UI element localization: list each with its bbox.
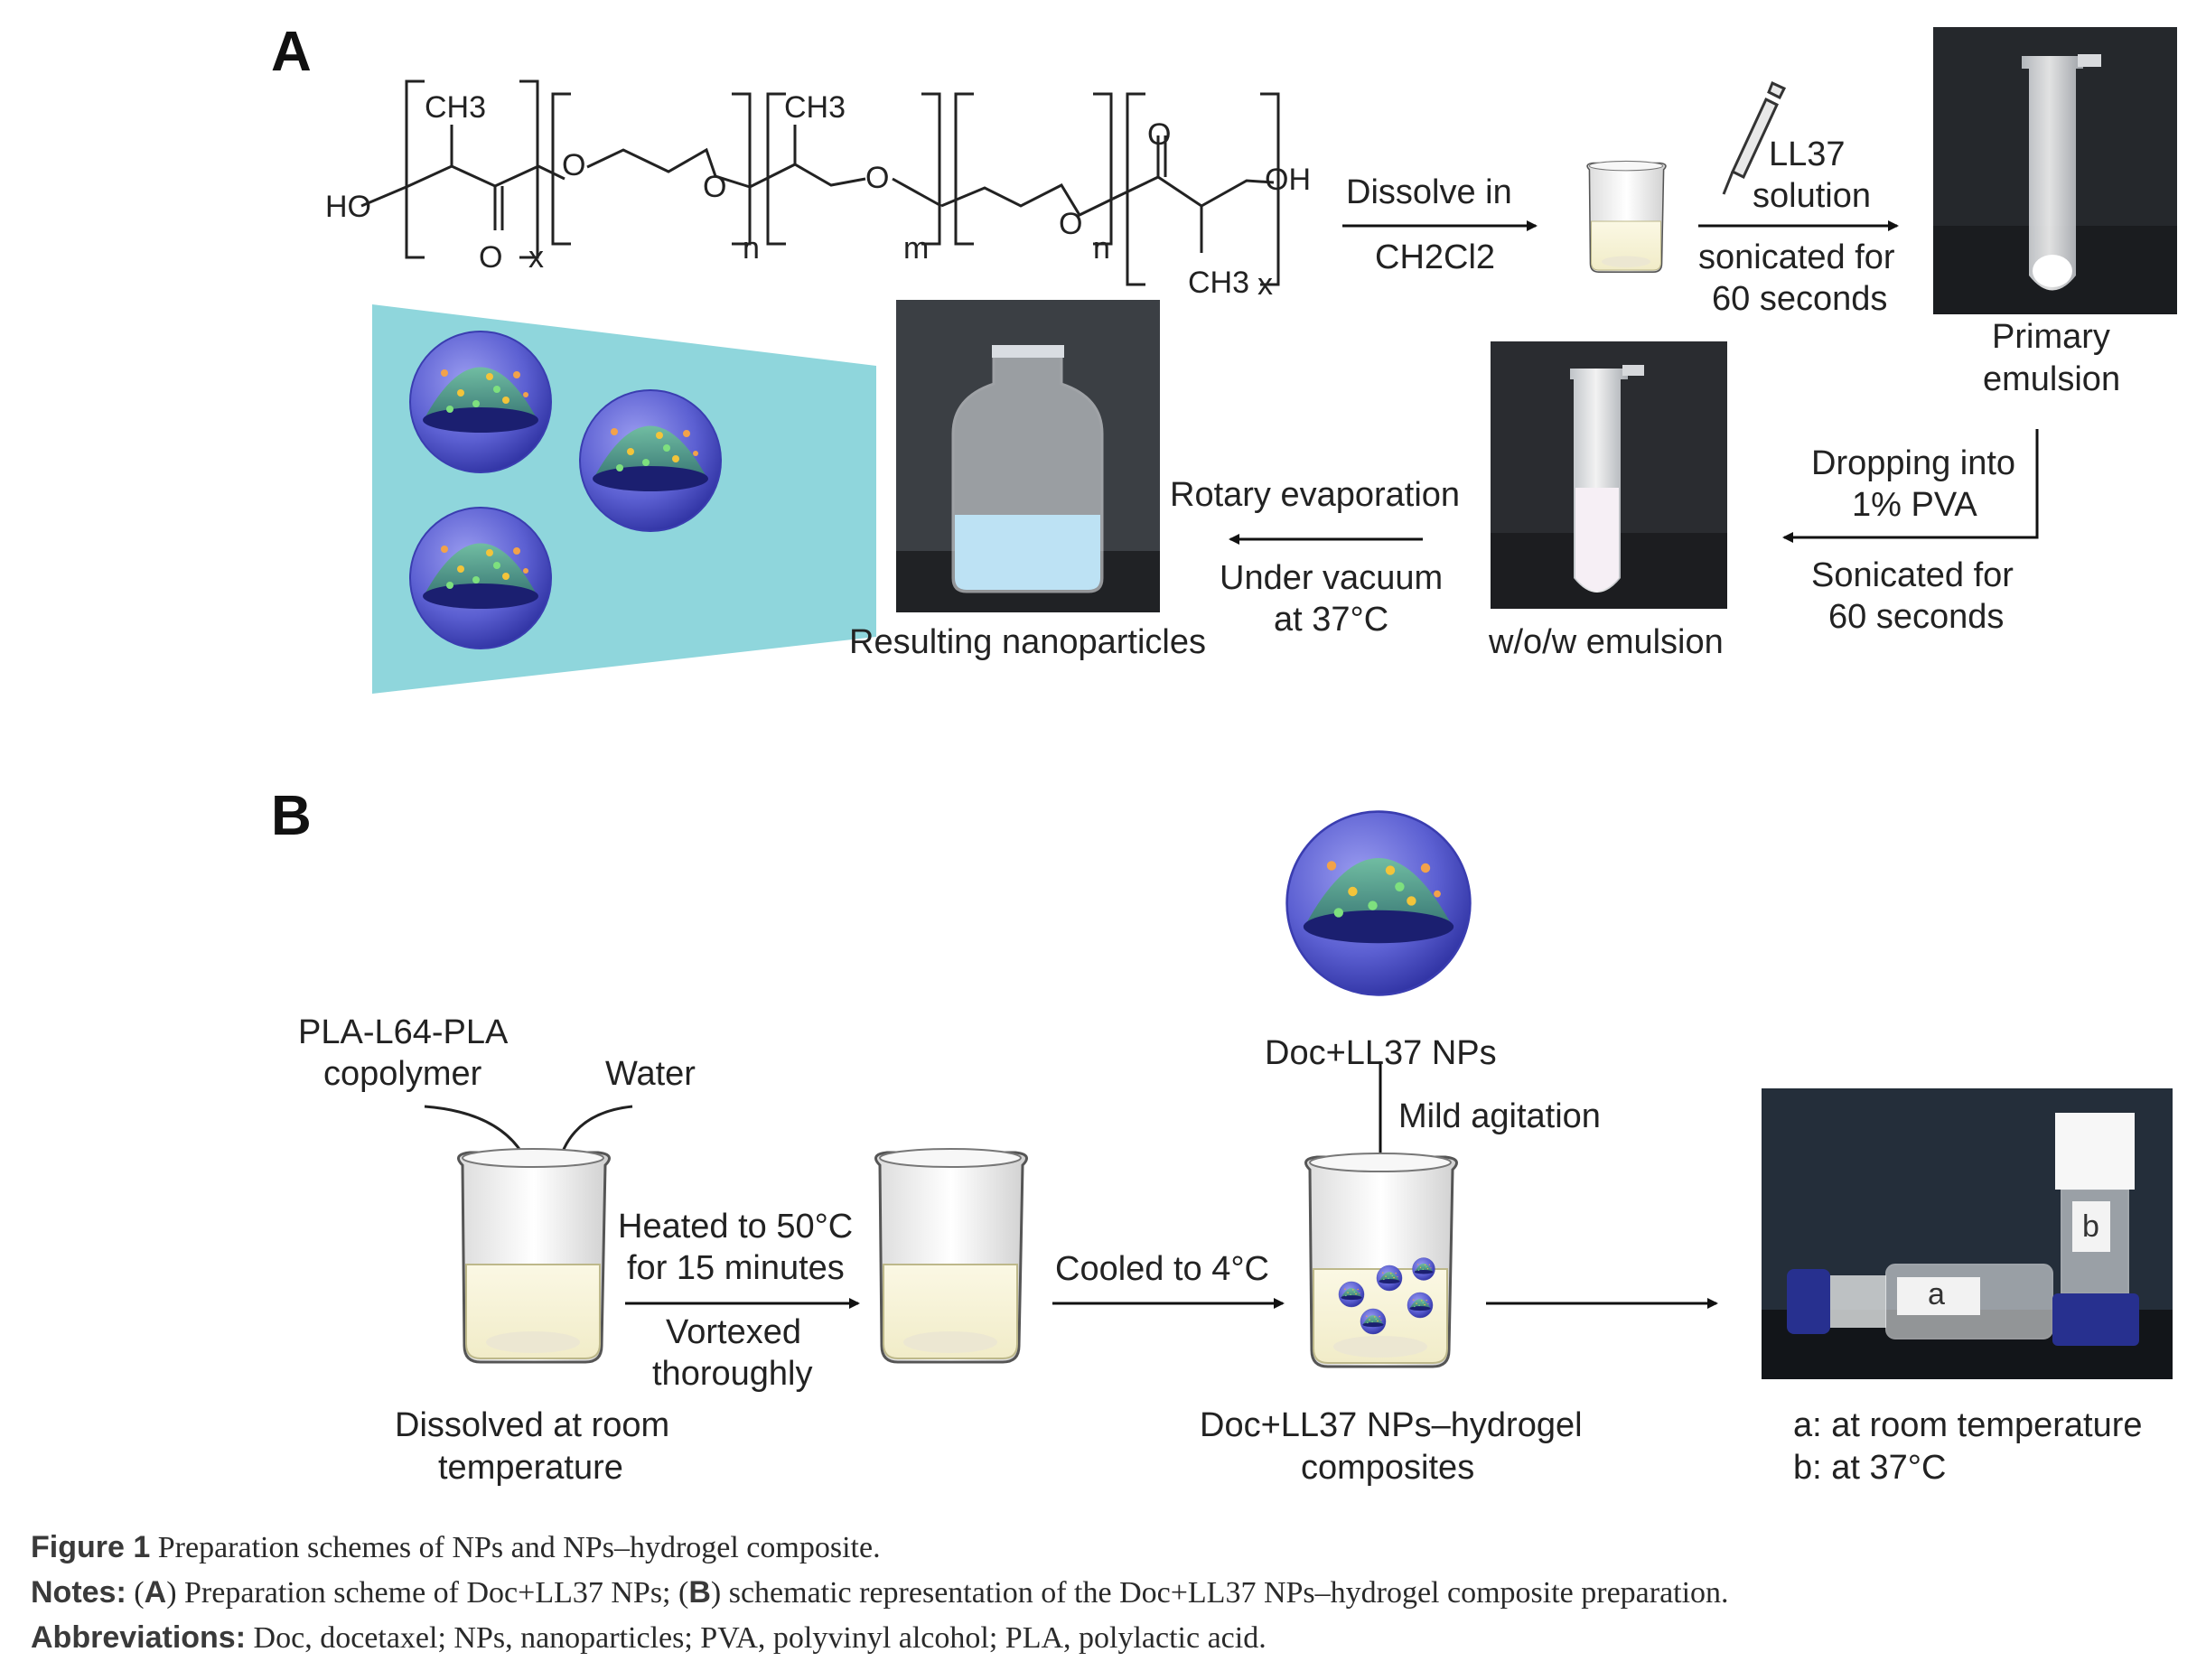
label-dropping: Dropping into bbox=[1811, 444, 2016, 482]
doc-ll37-nanoparticle bbox=[1285, 810, 1472, 996]
label-vacuum: Under vacuum bbox=[1220, 559, 1444, 597]
vial-label-b: b bbox=[2082, 1209, 2099, 1244]
chem-n-1: n bbox=[743, 231, 760, 266]
chem-x-1: x bbox=[528, 240, 544, 275]
chem-ch3-2: CH3 bbox=[784, 90, 846, 125]
syringe-icon bbox=[1722, 80, 1787, 195]
label-37c: at 37°C bbox=[1274, 601, 1389, 639]
caption-notes-text2: ) Preparation scheme of Doc+LL37 NPs; ( bbox=[166, 1576, 689, 1610]
caption-abbr-bold: Abbreviations: bbox=[31, 1620, 247, 1655]
label-wow-emulsion: w/o/w emulsion bbox=[1489, 623, 1724, 661]
label-composite: Doc+LL37 NPs–hydrogel bbox=[1200, 1406, 1583, 1444]
caption-abbreviations: Abbreviations: Doc, docetaxel; NPs, nano… bbox=[31, 1619, 1267, 1657]
label-heated: Heated to 50°C bbox=[618, 1208, 854, 1246]
label-cooled: Cooled to 4°C bbox=[1055, 1250, 1269, 1288]
label-solution: solution bbox=[1753, 177, 1871, 215]
chem-o-4: O bbox=[1059, 207, 1083, 241]
beaker-dissolved bbox=[457, 1147, 611, 1364]
label-emulsion: emulsion bbox=[1983, 360, 2121, 398]
label-mild-agitation: Mild agitation bbox=[1398, 1097, 1601, 1135]
chem-o-carbonyl-2: O bbox=[1147, 117, 1172, 152]
copolymer-structure bbox=[360, 79, 1280, 286]
caption-notes-text3: ) schematic representation of the Doc+LL… bbox=[710, 1576, 1729, 1610]
label-dissolve-in: Dissolve in bbox=[1346, 173, 1512, 211]
chem-ch3-1: CH3 bbox=[425, 90, 487, 125]
label-pva: 1% PVA bbox=[1852, 486, 1977, 524]
nanoparticle-1 bbox=[409, 331, 552, 473]
chem-o-carbonyl-1: O bbox=[479, 240, 503, 275]
label-ll37: LL37 bbox=[1769, 135, 1846, 173]
caption-figure: Figure 1 Preparation schemes of NPs and … bbox=[31, 1529, 881, 1566]
label-vortexed: Vortexed bbox=[666, 1313, 801, 1351]
label-solvent: CH2Cl2 bbox=[1375, 238, 1496, 276]
label-resulting-nps: Resulting nanoparticles bbox=[849, 623, 1207, 661]
label-sonicated-1b: 60 seconds bbox=[1712, 280, 1888, 318]
resulting-nanoparticles-photo bbox=[896, 300, 1160, 612]
legend-b: b: at 37°C bbox=[1793, 1449, 1947, 1487]
label-rotary: Rotary evaporation bbox=[1170, 476, 1461, 514]
label-sonicated-1a: sonicated for bbox=[1698, 238, 1895, 276]
label-dissolved-room: Dissolved at room bbox=[395, 1406, 670, 1444]
nanoparticle-3 bbox=[409, 507, 552, 649]
caption-notes-bold: Notes: bbox=[31, 1575, 126, 1610]
wow-emulsion-photo bbox=[1491, 341, 1727, 609]
primary-emulsion-photo bbox=[1933, 27, 2177, 314]
caption-figure-bold: Figure 1 bbox=[31, 1530, 151, 1564]
label-copolymer: copolymer bbox=[323, 1055, 482, 1093]
label-thoroughly: thoroughly bbox=[652, 1355, 813, 1393]
chem-x-2: x bbox=[1257, 267, 1273, 302]
caption-notes-a: A bbox=[144, 1575, 167, 1610]
label-composites: composites bbox=[1301, 1449, 1475, 1487]
label-primary: Primary bbox=[1992, 318, 2110, 356]
chem-m: m bbox=[903, 231, 930, 266]
caption-notes-b: B bbox=[688, 1575, 711, 1610]
panel-letter-a: A bbox=[271, 21, 312, 83]
caption-figure-text: Preparation schemes of NPs and NPs–hydro… bbox=[150, 1531, 881, 1564]
caption-notes: Notes: (A) Preparation scheme of Doc+LL3… bbox=[31, 1574, 1729, 1611]
chem-o-1: O bbox=[562, 148, 586, 182]
beaker-solvent bbox=[1586, 160, 1667, 273]
label-temperature: temperature bbox=[438, 1449, 623, 1487]
legend-a: a: at room temperature bbox=[1793, 1406, 2143, 1444]
nanoparticle-2 bbox=[579, 389, 722, 532]
chem-o-2: O bbox=[703, 170, 727, 204]
caption-notes-text1: ( bbox=[126, 1576, 145, 1610]
label-pla: PLA-L64-PLA bbox=[298, 1013, 509, 1051]
label-15-min: for 15 minutes bbox=[627, 1249, 845, 1287]
vial-label-a: a bbox=[1928, 1277, 1945, 1311]
caption-abbr-text: Doc, docetaxel; NPs, nanoparticles; PVA,… bbox=[246, 1621, 1267, 1655]
label-doc-ll37-nps: Doc+LL37 NPs bbox=[1265, 1034, 1497, 1072]
arrow-dropping bbox=[1782, 429, 2039, 543]
beaker-composite bbox=[1304, 1152, 1458, 1368]
chem-oh: OH bbox=[1265, 163, 1311, 197]
chem-o-3: O bbox=[865, 161, 890, 195]
chem-n-2: n bbox=[1093, 231, 1110, 266]
panel-letter-b: B bbox=[271, 785, 312, 847]
vials-photo bbox=[1762, 1088, 2173, 1379]
chem-ho: HO bbox=[325, 190, 371, 224]
beaker-heated bbox=[874, 1147, 1028, 1364]
label-sonicated-2a: Sonicated for bbox=[1811, 556, 2014, 594]
label-sonicated-2b: 60 seconds bbox=[1828, 598, 2005, 636]
chem-ch3-3: CH3 bbox=[1188, 266, 1250, 300]
label-water: Water bbox=[605, 1055, 696, 1093]
